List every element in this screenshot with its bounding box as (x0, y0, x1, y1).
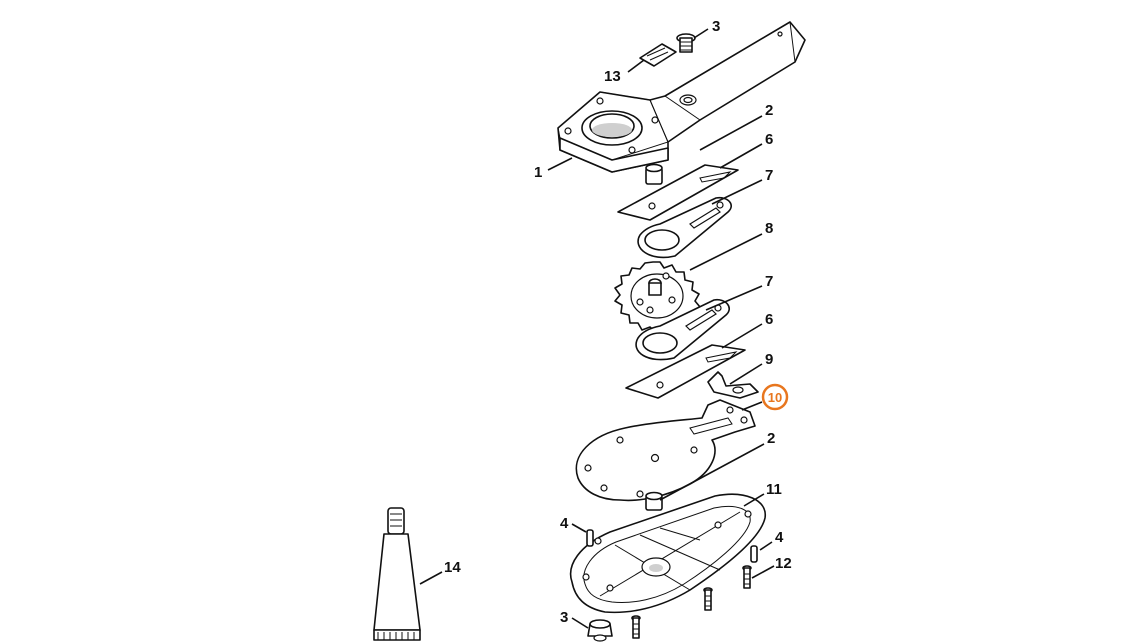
pin-right-part (750, 545, 758, 563)
plate-lower-part (625, 344, 746, 399)
cover-plate-part (569, 493, 766, 614)
callout-6-bottom: 6 (765, 311, 773, 328)
callout-10: 10 (768, 390, 782, 405)
gear-part (614, 261, 701, 334)
callout-9: 9 (765, 351, 773, 368)
callout-2-top: 2 (765, 102, 773, 119)
callout-12: 12 (775, 555, 792, 572)
bearing-plate-lower-part (635, 298, 730, 361)
callout-14: 14 (444, 559, 461, 576)
callout-13: 13 (604, 68, 621, 85)
bearing-plate-upper-part (637, 196, 732, 259)
callout-7-bottom: 7 (765, 273, 773, 290)
grease-tube-part (373, 507, 421, 641)
clip-part (707, 371, 759, 399)
plate-upper-part (617, 164, 739, 221)
callout-3-bottom: 3 (560, 609, 568, 626)
label-plate-part (639, 43, 677, 67)
callout-6-top: 6 (765, 131, 773, 148)
callout-3-top: 3 (712, 18, 720, 35)
leader-lines (419, 28, 775, 629)
bushing-lower-part (645, 491, 663, 511)
callout-7-top: 7 (765, 167, 773, 184)
gasket-part (575, 399, 756, 502)
callout-8: 8 (765, 220, 773, 237)
callout-2-bottom: 2 (767, 430, 775, 447)
screw-middle-part (703, 587, 713, 611)
callout-labels: 3 13 2 6 1 7 8 7 6 9 10 2 11 4 4 12 14 3 (444, 18, 792, 626)
gear-housing-part (557, 21, 806, 173)
screw-top-part (676, 33, 696, 53)
callout-10-ring (761, 383, 789, 411)
callout-11: 11 (766, 481, 782, 498)
callout-1: 1 (534, 164, 542, 181)
callout-4-right: 4 (775, 529, 784, 546)
pin-left-part (586, 529, 594, 547)
plug-screw-part (587, 619, 613, 642)
callout-4-left: 4 (560, 515, 569, 532)
screw-right-part (742, 565, 752, 589)
bushing-upper-part (645, 163, 663, 185)
screw-bottom-part (631, 615, 641, 639)
callout-10-highlighted: 10 (761, 383, 789, 411)
